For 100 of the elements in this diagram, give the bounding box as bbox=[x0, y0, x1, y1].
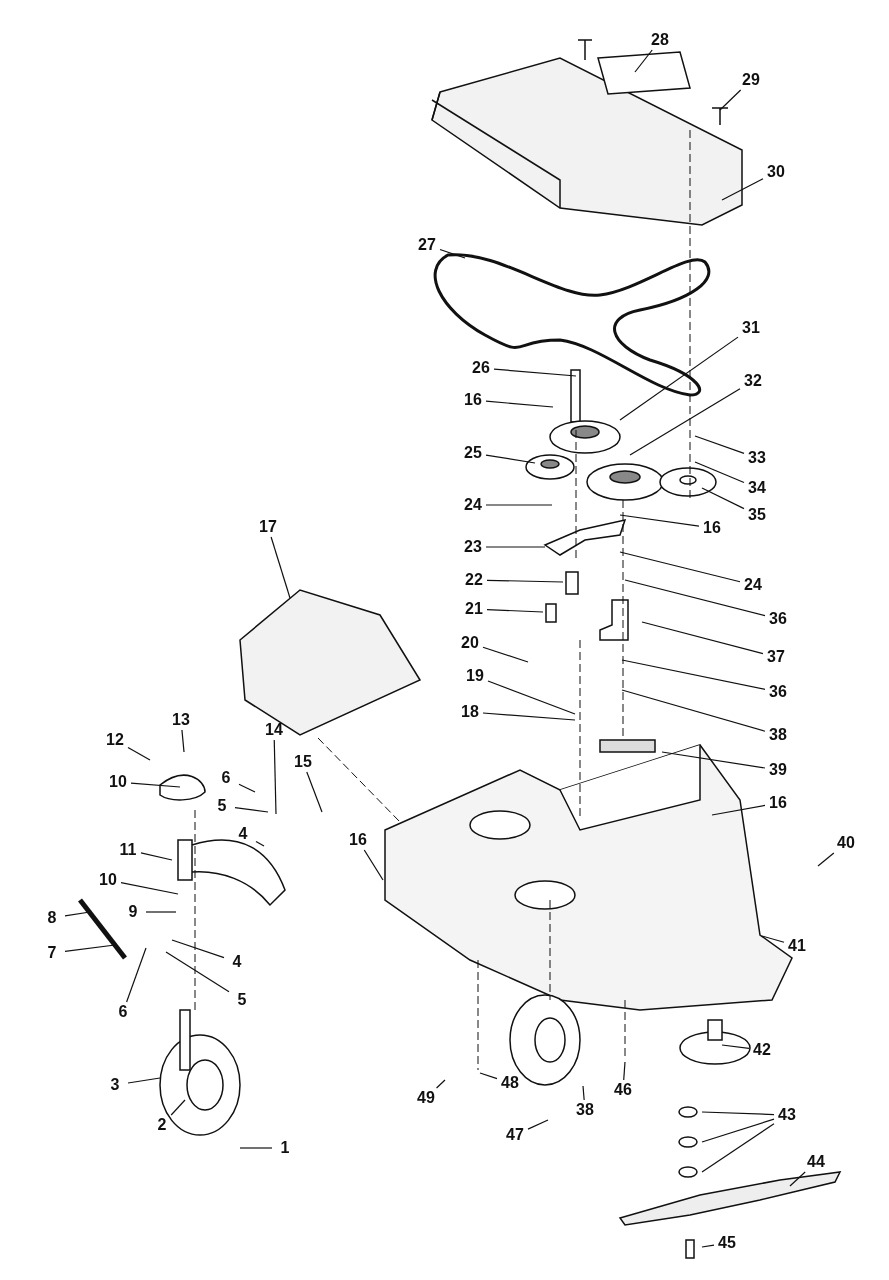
callout-number: 6 bbox=[110, 1002, 136, 1022]
leader-line bbox=[239, 1147, 273, 1149]
callout-number: 3 bbox=[102, 1075, 128, 1095]
callout-number: 1 bbox=[272, 1138, 298, 1158]
leader-line bbox=[621, 659, 766, 690]
leader-line bbox=[694, 435, 745, 454]
callout-number: 15 bbox=[290, 752, 316, 772]
callout-number: 27 bbox=[414, 235, 440, 255]
leader-line bbox=[817, 852, 835, 867]
callout-number: 22 bbox=[461, 570, 487, 590]
leader-line bbox=[527, 1119, 549, 1130]
leader-line bbox=[761, 935, 785, 943]
callout-number: 4 bbox=[224, 952, 250, 972]
leader-line bbox=[64, 944, 116, 952]
leader-line bbox=[789, 1171, 806, 1187]
leader-line bbox=[145, 911, 177, 913]
leader-line bbox=[634, 49, 653, 73]
leader-line bbox=[619, 551, 741, 583]
leader-line bbox=[619, 514, 700, 527]
leader-line bbox=[120, 882, 179, 895]
leader-line bbox=[486, 608, 544, 613]
leader-line bbox=[701, 487, 745, 510]
callout-number: 35 bbox=[744, 505, 770, 525]
leader-line bbox=[701, 1123, 775, 1173]
callout-number: 6 bbox=[213, 768, 239, 788]
leader-line bbox=[661, 751, 766, 769]
callout-number: 23 bbox=[460, 537, 486, 557]
leader-line bbox=[701, 1111, 775, 1116]
leader-line bbox=[711, 804, 766, 816]
leader-line bbox=[306, 771, 323, 813]
leader-line bbox=[181, 729, 185, 753]
callout-number: 20 bbox=[457, 633, 483, 653]
callout-number: 24 bbox=[460, 495, 486, 515]
callout-number: 30 bbox=[763, 162, 789, 182]
leader-line bbox=[363, 849, 384, 881]
callout-number: 37 bbox=[763, 647, 789, 667]
leader-line bbox=[485, 400, 554, 408]
callout-number: 43 bbox=[774, 1105, 800, 1125]
leader-line bbox=[694, 461, 745, 484]
leader-line bbox=[701, 1244, 715, 1248]
leader-line bbox=[701, 1118, 775, 1143]
callout-number: 16 bbox=[345, 830, 371, 850]
leader-line bbox=[234, 807, 269, 813]
callout-number: 17 bbox=[255, 517, 281, 537]
leader-line bbox=[485, 504, 553, 506]
callout-number: 33 bbox=[744, 448, 770, 468]
leader-line bbox=[619, 336, 739, 421]
leader-line bbox=[165, 951, 230, 993]
callout-number: 36 bbox=[765, 682, 791, 702]
leader-line bbox=[582, 1085, 585, 1101]
callout-number: 40 bbox=[833, 833, 859, 853]
callout-number: 48 bbox=[497, 1073, 523, 1093]
leader-line bbox=[482, 646, 529, 663]
leader-line bbox=[238, 783, 256, 793]
leader-line bbox=[439, 248, 466, 259]
callout-number: 49 bbox=[413, 1088, 439, 1108]
callout-number: 5 bbox=[209, 796, 235, 816]
callout-number: 8 bbox=[39, 908, 65, 928]
callout-number: 19 bbox=[462, 666, 488, 686]
leader-line bbox=[171, 939, 225, 959]
leader-line bbox=[127, 746, 151, 761]
leader-line bbox=[629, 388, 741, 456]
callout-number: 28 bbox=[647, 30, 673, 50]
leader-line bbox=[623, 1061, 626, 1081]
callout-number: 2 bbox=[149, 1115, 175, 1135]
callout-number: 26 bbox=[468, 358, 494, 378]
callout-number: 42 bbox=[749, 1040, 775, 1060]
leader-line bbox=[482, 712, 576, 721]
leader-line bbox=[487, 680, 576, 715]
callout-number: 5 bbox=[229, 990, 255, 1010]
callout-number: 12 bbox=[102, 730, 128, 750]
callout-number: 4 bbox=[230, 824, 256, 844]
callout-number: 38 bbox=[765, 725, 791, 745]
callout-number: 14 bbox=[261, 720, 287, 740]
callout-number: 11 bbox=[115, 840, 141, 860]
callout-number: 25 bbox=[460, 443, 486, 463]
callout-number: 34 bbox=[744, 478, 770, 498]
leader-line bbox=[485, 454, 536, 464]
callout-number: 21 bbox=[461, 599, 487, 619]
leader-line bbox=[621, 689, 766, 732]
callout-number: 18 bbox=[457, 702, 483, 722]
leader-line bbox=[624, 579, 766, 617]
leader-line bbox=[493, 368, 577, 377]
callout-number: 16 bbox=[460, 390, 486, 410]
leader-line bbox=[255, 840, 265, 847]
leader-line bbox=[140, 852, 173, 861]
leader-line bbox=[130, 782, 181, 788]
leader-line bbox=[127, 1077, 161, 1084]
callout-number: 7 bbox=[39, 943, 65, 963]
leader-line bbox=[170, 1099, 186, 1116]
leader-line bbox=[270, 536, 291, 599]
leader-line bbox=[126, 947, 147, 1003]
leader-line bbox=[435, 1079, 446, 1089]
callout-number: 24 bbox=[740, 575, 766, 595]
leader-line bbox=[486, 579, 564, 583]
callout-number: 36 bbox=[765, 609, 791, 629]
callout-number: 10 bbox=[105, 772, 131, 792]
callout-number: 46 bbox=[610, 1080, 636, 1100]
leader-line bbox=[485, 546, 546, 548]
leader-line bbox=[641, 621, 764, 655]
